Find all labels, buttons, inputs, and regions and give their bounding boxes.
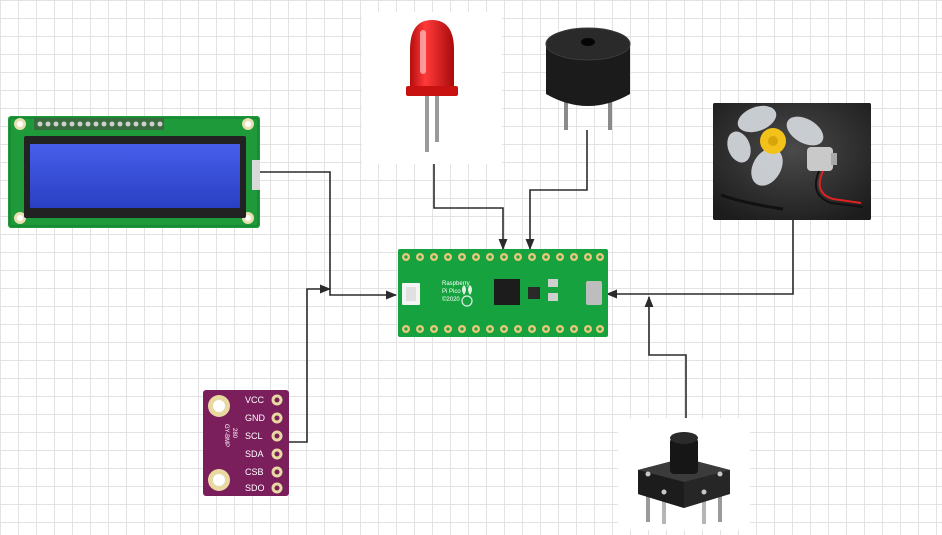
- raspberry-pi-pico-icon: Raspberry Pi Pico ©2020: [398, 249, 608, 337]
- sensor-pin-vcc: VCC: [245, 395, 265, 405]
- dc-motor-with-fan-icon: [713, 103, 871, 220]
- wire-buzzer-to-pico: [525, 130, 588, 251]
- wire-lcd-to-pico: [259, 171, 398, 300]
- sensor-chip-text-1: GY-BMP: [223, 424, 229, 447]
- bme280-sensor-module-icon: VCC GND SCL SDA CSB SDO GY-BMP 280: [203, 390, 289, 496]
- sensor-pin-gnd: GND: [245, 413, 266, 423]
- led[interactable]: [362, 12, 502, 164]
- dc-motor[interactable]: [713, 103, 871, 220]
- sensor-chip-text-2: 280: [231, 428, 237, 439]
- pico-board-text-1: Raspberry: [442, 281, 470, 287]
- tactile-push-button-icon: [638, 432, 730, 524]
- wire-sensor-to-pico: [287, 284, 332, 443]
- sensor-pin-csb: CSB: [245, 467, 264, 477]
- wire-motor-to-pico: [605, 220, 794, 299]
- raspberry-pi-pico[interactable]: Raspberry Pi Pico ©2020: [398, 249, 608, 337]
- wire-led-to-pico: [433, 162, 508, 251]
- pico-board-text-3: ©2020: [442, 296, 460, 303]
- wire-button-to-pico: [644, 295, 687, 418]
- lcd-1602-module-icon: [8, 116, 260, 228]
- sensor-pin-sda: SDA: [245, 449, 264, 459]
- piezo-buzzer-icon: [545, 27, 631, 130]
- sensor-pin-scl: SCL: [245, 431, 263, 441]
- sensor-pin-sdo: SDO: [245, 483, 265, 493]
- push-button[interactable]: [618, 418, 750, 530]
- buzzer[interactable]: [540, 20, 636, 132]
- bme280-sensor[interactable]: VCC GND SCL SDA CSB SDO GY-BMP 280: [203, 388, 289, 498]
- lcd-module[interactable]: [8, 112, 260, 228]
- red-led-icon: [406, 20, 458, 152]
- pico-board-text-2: Pi Pico: [442, 289, 461, 295]
